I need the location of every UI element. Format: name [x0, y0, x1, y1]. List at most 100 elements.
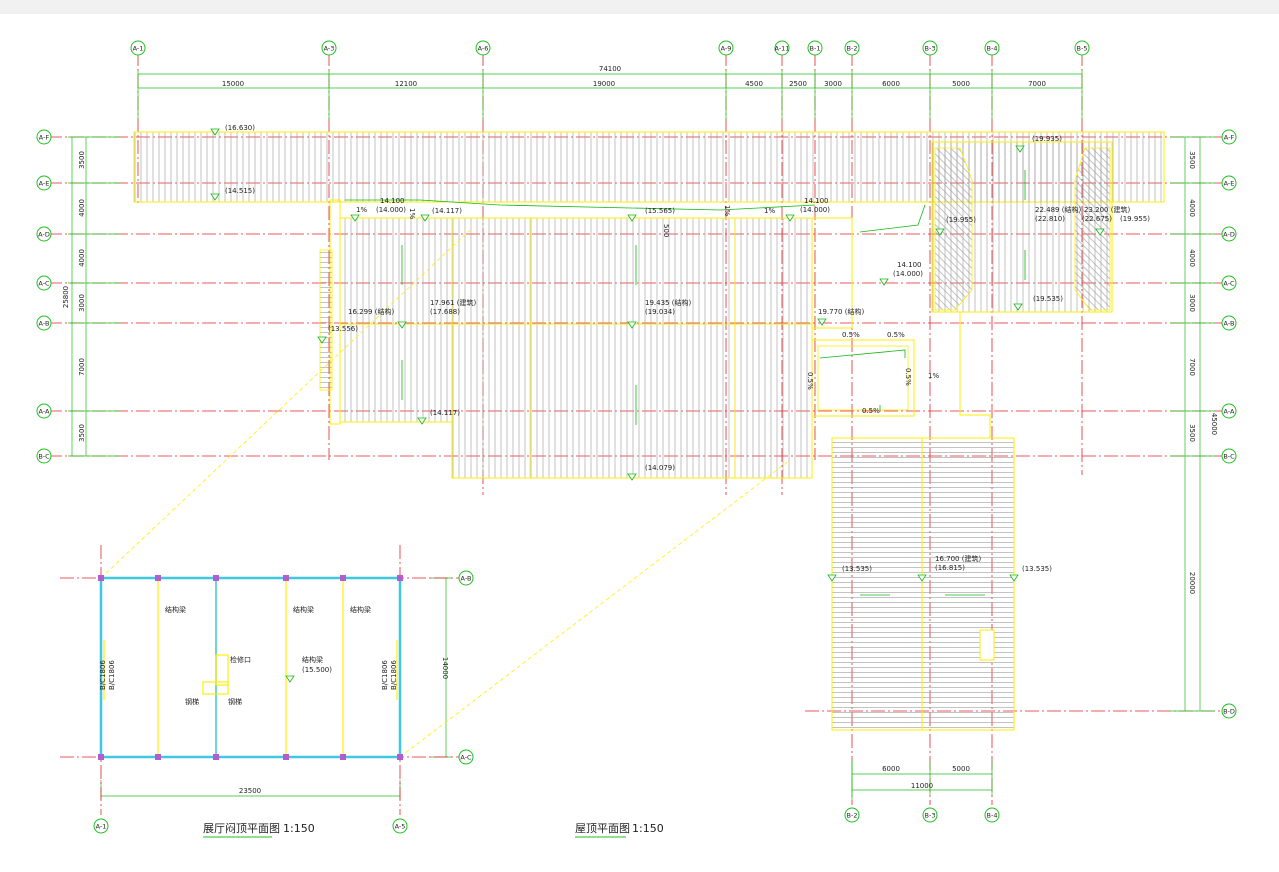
- axis-bubble-inset-bottom-0-label: A-1: [96, 822, 107, 830]
- elevation-marker-19: [285, 675, 295, 683]
- dim-right-5: 7000: [1188, 358, 1196, 376]
- axis-bubble-right-4: A-B: [1221, 315, 1237, 331]
- axis-bubble-left-3-label: A-C: [38, 279, 50, 287]
- elev-12: (22.810): [1035, 215, 1065, 223]
- axis-bubble-left-4-label: A-B: [39, 319, 50, 327]
- elev-7: 14.100: [804, 197, 829, 205]
- axis-bubble-bottom-0-label: B-2: [847, 811, 858, 819]
- inset-label-m4: 结构梁: [302, 655, 323, 664]
- dim-top-3: 19000: [593, 80, 615, 88]
- elev-14: (22.675): [1082, 215, 1112, 223]
- elev-8: (14.000): [800, 206, 830, 214]
- inset-label-m2: 结构梁: [293, 605, 314, 614]
- dim-top-6: 3000: [824, 80, 842, 88]
- axis-bubble-bottom-1: B-3: [922, 807, 938, 823]
- inset-label-l3: B/C1806: [381, 660, 389, 690]
- elev-24: (19.535): [1033, 295, 1063, 303]
- elev-15: (19.955): [1120, 215, 1150, 223]
- axis-bubble-top-6: B-2: [844, 40, 860, 56]
- elev-22: (19.034): [645, 308, 675, 316]
- elev-27: (14.079): [645, 464, 675, 472]
- dim-top-8: 5000: [952, 80, 970, 88]
- elevation-marker-6: [1015, 145, 1025, 153]
- axis-bubble-left-1: A-E: [36, 175, 52, 191]
- axis-bubble-top-8: B-4: [984, 40, 1000, 56]
- axis-bubble-top-2: A-6: [475, 40, 491, 56]
- elev-5: (14.117): [432, 207, 462, 215]
- axis-bubble-right-2-label: A-D: [1223, 230, 1235, 238]
- axis-bubble-right-7-label: B-D: [1223, 707, 1235, 715]
- slope-9: 1%: [408, 208, 416, 219]
- axis-bubble-top-0-label: A-1: [133, 44, 144, 52]
- dim-top-2: 12100: [395, 80, 417, 88]
- elevation-marker-2: [350, 214, 360, 222]
- inset-label-m1: 结构梁: [165, 605, 186, 614]
- elev-28: (13.535): [842, 565, 872, 573]
- axis-bubble-right-0-label: A-F: [1224, 133, 1235, 141]
- axis-bubble-right-1: A-E: [1221, 175, 1237, 191]
- window-top-bar: [0, 0, 1279, 14]
- axis-bubble-left-2: A-D: [36, 226, 52, 242]
- axis-bubble-bottom-0: B-2: [844, 807, 860, 823]
- inset-label-m3: 结构梁: [350, 605, 371, 614]
- elevation-marker-7: [935, 228, 945, 236]
- dim-top-4: 4500: [745, 80, 763, 88]
- elevation-marker-5: [785, 214, 795, 222]
- axis-bubble-inset-right-0: A-B: [458, 570, 474, 586]
- slope-3: 0.5%: [842, 331, 860, 339]
- slope-8: 1%: [928, 372, 939, 380]
- slope-7: 0.5%: [904, 368, 912, 386]
- axis-bubble-right-3-label: A-C: [1223, 279, 1235, 287]
- axis-bubble-right-0: A-F: [1221, 129, 1237, 145]
- inset-label-m6: 钢梯: [185, 697, 199, 706]
- dim-top-5: 2500: [789, 80, 807, 88]
- dim-total-top: 74100: [599, 65, 621, 73]
- elev-3: 14.100: [380, 197, 405, 205]
- axis-bubble-left-0-label: A-F: [39, 133, 50, 141]
- axis-bubble-top-1-label: A-3: [324, 44, 335, 52]
- inset-elev: (15.500): [302, 666, 332, 674]
- dim-left-4: 3000: [78, 294, 86, 312]
- slope-5: 0.5%: [862, 407, 880, 415]
- elevation-marker-3: [420, 214, 430, 222]
- elev-31: (13.535): [1022, 565, 1052, 573]
- axis-bubble-top-5: B-1: [807, 40, 823, 56]
- elev-30: (16.815): [935, 564, 965, 572]
- axis-bubble-top-4-label: A-11: [775, 44, 790, 52]
- inset-label-l2: B/C1806: [108, 660, 116, 690]
- elevation-marker-14: [417, 417, 427, 425]
- elev-13: 23.200 (建筑): [1084, 205, 1130, 214]
- elev-11: 22.489 (结构): [1035, 205, 1081, 214]
- axis-bubble-top-4: A-11: [774, 40, 790, 56]
- axis-bubble-top-7: B-3: [922, 40, 938, 56]
- axis-bubble-right-1-label: A-E: [1224, 179, 1235, 187]
- axis-bubble-left-0: A-F: [36, 129, 52, 145]
- elev-10: (19.955): [946, 216, 976, 224]
- elevation-marker-8: [1013, 303, 1023, 311]
- caption-right-title: 屋顶平面图: [575, 822, 630, 835]
- axis-bubble-left-4: A-B: [36, 315, 52, 331]
- elev-6: (15.565): [645, 207, 675, 215]
- slope-2: 1%: [764, 207, 775, 215]
- axis-bubble-right-5: A-A: [1221, 403, 1237, 419]
- elevation-marker-10: [397, 321, 407, 329]
- dim-left-3: 4000: [78, 249, 86, 267]
- dim-bottom-2: 5000: [952, 765, 970, 773]
- elev-2: (14.515): [225, 187, 255, 195]
- slope-1: 1%: [356, 206, 367, 214]
- elevation-marker-13: [317, 336, 327, 344]
- dim-inset-width: 23500: [239, 787, 261, 795]
- slope-10: 1%: [723, 205, 731, 216]
- elev-1: (16.630): [225, 124, 255, 132]
- axis-bubble-top-9: B-5: [1074, 40, 1090, 56]
- axis-bubble-left-6-label: B-C: [38, 452, 50, 460]
- axis-bubble-right-3: A-C: [1221, 275, 1237, 291]
- axis-bubble-inset-right-1: A-C: [458, 749, 474, 765]
- caption-left-title: 展厅闷顶平面图: [203, 821, 280, 835]
- elev-16: 14.100: [897, 261, 922, 269]
- axis-bubble-inset-bottom-1: A-5: [392, 818, 408, 834]
- elevation-marker-12: [817, 318, 827, 326]
- dim-right-total: 45000: [1210, 413, 1218, 435]
- dim-left-5: 7000: [78, 358, 86, 376]
